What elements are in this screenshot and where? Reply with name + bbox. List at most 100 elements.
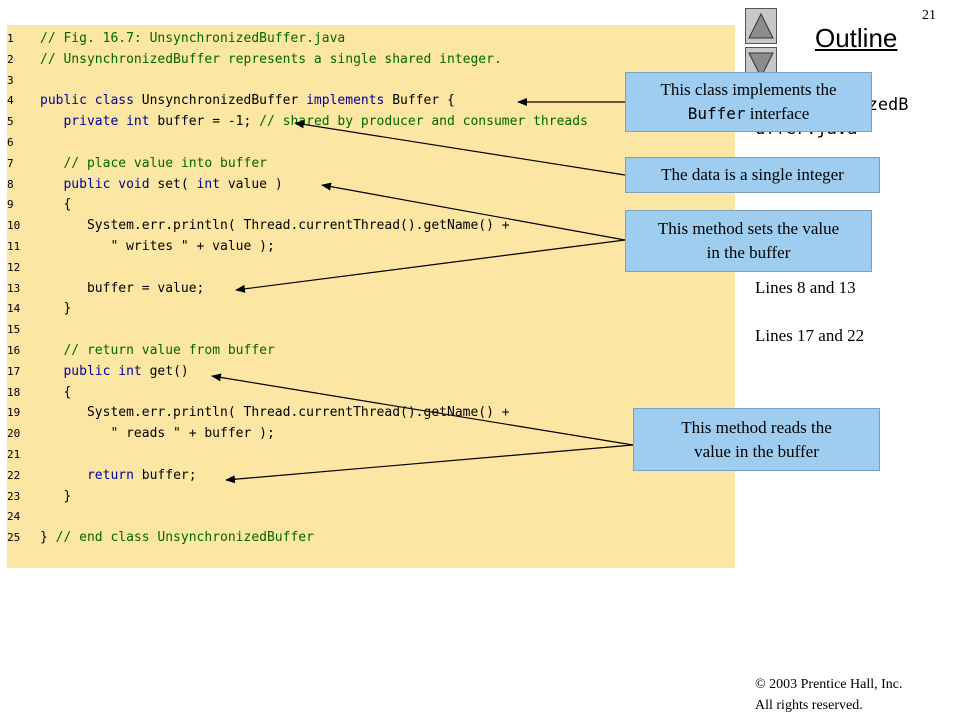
code-text: // UnsynchronizedBuffer represents a sin… — [40, 49, 502, 70]
code-token: " writes " + value ); — [40, 239, 275, 254]
code-token: } — [40, 301, 72, 317]
line-number: 18 — [7, 385, 21, 399]
code-text: } — [40, 486, 71, 507]
code-token: UnsynchronizedBuffer — [133, 93, 307, 109]
callout-single-integer-text: The data is a single integer — [661, 165, 844, 184]
line-number: 6 — [7, 136, 14, 149]
code-comment: // end class UnsynchronizedBuffer — [55, 530, 314, 546]
lines-note-get: Lines 17 and 22 — [755, 326, 865, 345]
code-token: { — [40, 384, 72, 400]
callout-get-method: This method reads the value in the buffe… — [633, 408, 880, 471]
line-number: 9 — [7, 198, 14, 212]
code-text: // return value from buffer — [40, 340, 275, 361]
callout-implements-line2: Buffer interface — [626, 102, 871, 126]
code-text: return buffer; — [40, 465, 197, 486]
code-token: Buffer { — [384, 93, 455, 109]
line-number: 5 — [7, 115, 14, 129]
line-number: 22 — [7, 468, 21, 482]
line-number: 8 — [7, 177, 14, 191]
lines-note-set: Lines 8 and 13 — [755, 278, 856, 297]
line-number: 23 — [7, 489, 21, 503]
code-token: " reads " + buffer ); — [40, 426, 275, 442]
code-keyword: private int — [63, 114, 150, 130]
code-text: System.err.println( Thread.currentThread… — [40, 215, 510, 236]
arrow-get-method — [211, 373, 634, 446]
line-number: 10 — [7, 219, 21, 233]
outline-link[interactable]: Outline — [815, 23, 898, 53]
code-text: " reads " + buffer ); — [40, 423, 275, 444]
code-text: System.err.println( Thread.currentThread… — [40, 402, 510, 423]
line-number: 25 — [7, 531, 21, 545]
code-text: // Fig. 16.7: UnsynchronizedBuffer.java — [40, 28, 345, 49]
code-text: } — [40, 298, 71, 319]
code-comment: // return value from buffer — [63, 343, 275, 358]
callout-implements-buffer: This class implements the Buffer interfa… — [625, 72, 872, 132]
up-arrow-icon — [748, 12, 774, 39]
code-keyword: public class — [40, 93, 134, 109]
code-token: buffer = -1; — [149, 114, 260, 130]
arrow-single-integer — [294, 120, 626, 176]
code-keyword: return — [86, 467, 134, 483]
callout-implements-line1: This class implements the — [660, 80, 837, 99]
line-number: 12 — [7, 260, 21, 274]
code-token: } — [40, 530, 56, 546]
line-number: 21 — [7, 448, 21, 461]
code-keyword: implements — [306, 93, 385, 109]
code-text: " writes " + value ); — [40, 236, 275, 257]
code-listing: 1 // Fig. 16.7: UnsynchronizedBuffer.java… — [7, 25, 735, 568]
copyright-line2: All rights reserved. — [755, 698, 863, 713]
line-number: 24 — [7, 510, 21, 524]
line-number: 20 — [7, 427, 21, 441]
line-number: 1 — [7, 32, 14, 45]
line-number: 19 — [7, 406, 21, 420]
line-number: 3 — [7, 73, 14, 87]
previous-slide-button[interactable] — [745, 8, 777, 44]
slide-number: 21 — [922, 8, 936, 23]
code-token: buffer = value; — [40, 280, 205, 296]
down-arrow-icon — [748, 52, 774, 79]
code-token: System.err.println( Thread.currentThread… — [40, 218, 510, 234]
code-token: buffer; — [133, 467, 197, 483]
line-number: 17 — [7, 364, 21, 378]
buffer-type-name: Buffer — [687, 104, 746, 123]
line-number: 13 — [7, 281, 21, 295]
line-number: 4 — [7, 94, 14, 108]
callout-set-method: This method sets the value in the buffer — [625, 210, 872, 272]
copyright-line1: © 2003 Prentice Hall, Inc. — [755, 677, 903, 692]
code-token: get() — [141, 363, 189, 379]
callout-set-line2: in the buffer — [706, 243, 791, 262]
callout-single-integer: The data is a single integer — [625, 157, 880, 193]
line-number: 16 — [7, 344, 21, 357]
code-keyword: int — [196, 176, 221, 192]
code-token: { — [40, 197, 72, 213]
line-number: 11 — [7, 240, 21, 253]
line-number: 15 — [7, 323, 21, 337]
code-text: public void set( int value ) — [40, 174, 283, 195]
code-token: System.err.println( Thread.currentThread… — [40, 405, 510, 421]
code-text: // place value into buffer — [40, 153, 267, 174]
code-text: buffer = value; — [40, 278, 204, 299]
callout-get-line2: value in the buffer — [694, 441, 819, 461]
callout-get-line1: This method reads the — [681, 417, 832, 437]
code-comment: // Fig. 16.7: UnsynchronizedBuffer.java — [40, 31, 346, 46]
code-comment: // UnsynchronizedBuffer represents a sin… — [40, 51, 502, 67]
code-token: } — [40, 488, 72, 504]
code-text: public int get() — [40, 361, 189, 382]
line-number: 2 — [7, 52, 14, 66]
code-comment: // place value into buffer — [63, 155, 267, 171]
callout-set-line1: This method sets the value — [657, 219, 840, 238]
code-token: value ) — [220, 176, 283, 192]
code-keyword: public void — [63, 176, 150, 192]
arrow-set-assign — [235, 239, 626, 293]
code-keyword: public int — [63, 363, 142, 379]
arrow-set-method — [321, 182, 626, 241]
line-number: 14 — [7, 302, 21, 316]
code-text: public class UnsynchronizedBuffer implem… — [40, 90, 455, 111]
copyright-notice: © 2003 Prentice Hall, Inc. All rights re… — [755, 674, 903, 716]
callout-implements-suffix: interface — [745, 104, 810, 123]
code-text: { — [40, 382, 71, 403]
code-text: } // end class UnsynchronizedBuffer — [40, 527, 314, 548]
arrow-get-return — [225, 444, 634, 484]
line-number: 7 — [7, 156, 14, 170]
